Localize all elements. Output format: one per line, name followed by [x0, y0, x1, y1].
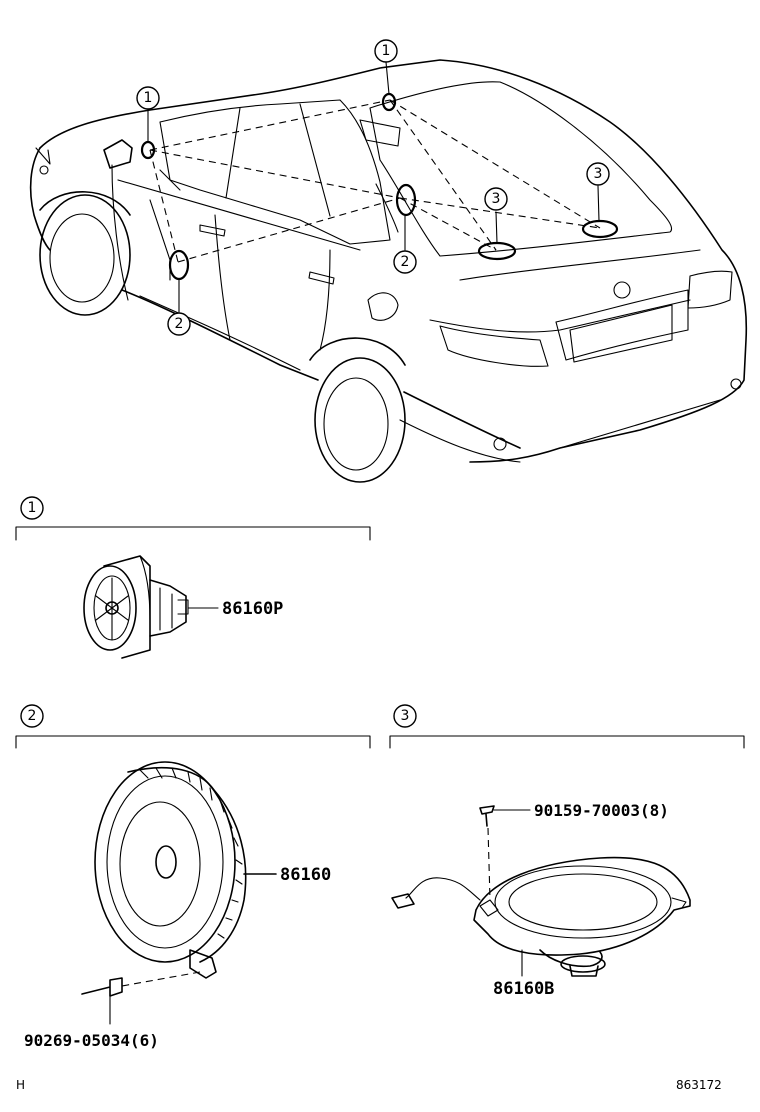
- svg-text:1: 1: [382, 43, 391, 59]
- svg-text:2: 2: [28, 708, 37, 724]
- svg-text:2: 2: [175, 316, 184, 332]
- callout-1-right: 1: [374, 39, 398, 63]
- svg-text:3: 3: [401, 708, 410, 724]
- callout-3-left: 3: [484, 187, 508, 211]
- svg-text:3: 3: [594, 166, 603, 182]
- front-screw-part-number: 90269-05034(6): [24, 1031, 159, 1050]
- tweeter-part-number: 86160P: [222, 599, 283, 619]
- rear-speaker-illustration: [391, 805, 691, 977]
- section-2-header: 2: [15, 704, 371, 749]
- callout-2-rear-door: 2: [393, 250, 417, 274]
- svg-text:2: 2: [401, 254, 410, 270]
- diagram-number: 863172: [676, 1078, 722, 1092]
- svg-text:1: 1: [28, 500, 37, 516]
- front-speaker-part-number: 86160: [280, 865, 331, 885]
- section-1-header: 1: [15, 496, 371, 541]
- car-illustration: [29, 59, 748, 483]
- front-speaker-illustration: [81, 761, 277, 1025]
- svg-text:1: 1: [144, 90, 153, 106]
- callout-1-left: 1: [136, 86, 160, 110]
- svg-text:3: 3: [492, 191, 501, 207]
- callout-3-right: 3: [586, 162, 610, 186]
- rear-speaker-part-number: 86160B: [493, 979, 554, 999]
- callout-2-front-door: 2: [167, 312, 191, 336]
- footer-code: H: [16, 1078, 25, 1092]
- rear-screw-part-number: 90159-70003(8): [534, 801, 669, 820]
- section-3-header: 3: [389, 704, 745, 749]
- tweeter-illustration: [83, 555, 219, 659]
